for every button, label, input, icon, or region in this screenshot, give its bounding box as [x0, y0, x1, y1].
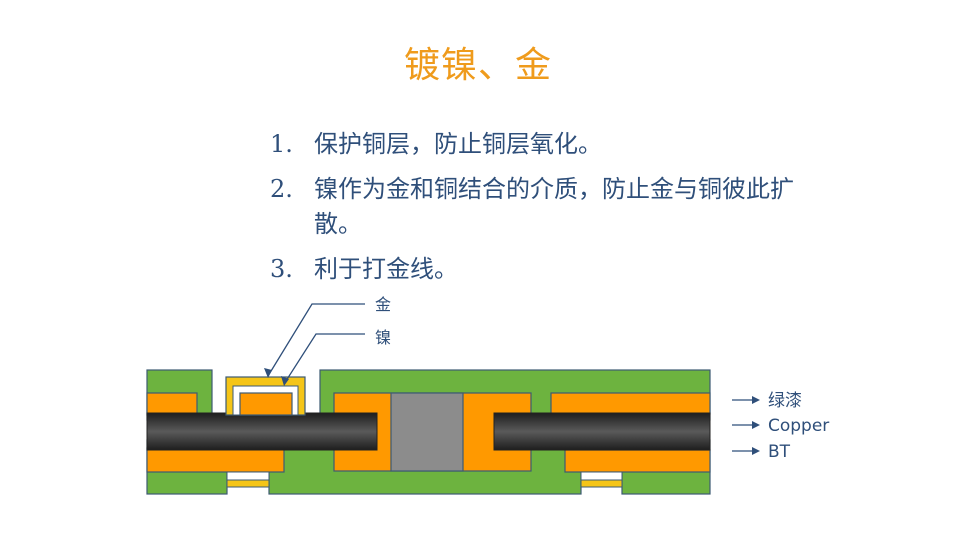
arrow-right-icon [752, 447, 760, 455]
list-number: 1. [270, 130, 293, 158]
gold-nickel-pad-bottom-right [580, 471, 623, 488]
arrow-right-icon [752, 421, 760, 429]
legend-item-copper: Copper [732, 416, 829, 436]
legend-label: 绿漆 [768, 391, 802, 411]
list-item: 2. 镍作为金和铜结合的介质，防止金与铜彼此扩散。 [270, 172, 830, 242]
legend: 绿漆 Copper BT [732, 391, 829, 462]
gold-nickel-pad-bottom-left [226, 471, 270, 488]
legend-item-bt: BT [732, 442, 791, 462]
via-plug [390, 392, 464, 472]
callout-nickel-label: 镍 [375, 328, 391, 347]
list-item: 1. 保护铜层，防止铜层氧化。 [270, 127, 830, 162]
list-text: 保护铜层，防止铜层氧化。 [314, 130, 602, 158]
list-number: 2. [270, 175, 293, 203]
gold-nickel-cap-top [225, 376, 306, 416]
legend-item-solder-mask: 绿漆 [732, 391, 802, 411]
purpose-list: 1. 保护铜层，防止铜层氧化。 2. 镍作为金和铜结合的介质，防止金与铜彼此扩散… [270, 127, 830, 297]
arrow-right-icon [752, 396, 760, 404]
callout-gold-label: 金 [375, 295, 391, 314]
list-item: 3. 利于打金线。 [270, 252, 830, 287]
legend-label: Copper [768, 416, 829, 436]
slide-title: 镀镍、金 [403, 45, 552, 86]
callout-nickel: 镍 [281, 328, 391, 386]
bt-core-layer [146, 412, 711, 451]
list-text: 利于打金线。 [314, 255, 458, 283]
legend-label: BT [768, 442, 791, 462]
callout-gold: 金 [264, 295, 391, 378]
list-number: 3. [270, 255, 293, 283]
list-text: 镍作为金和铜结合的介质，防止金与铜彼此扩散。 [314, 175, 794, 238]
